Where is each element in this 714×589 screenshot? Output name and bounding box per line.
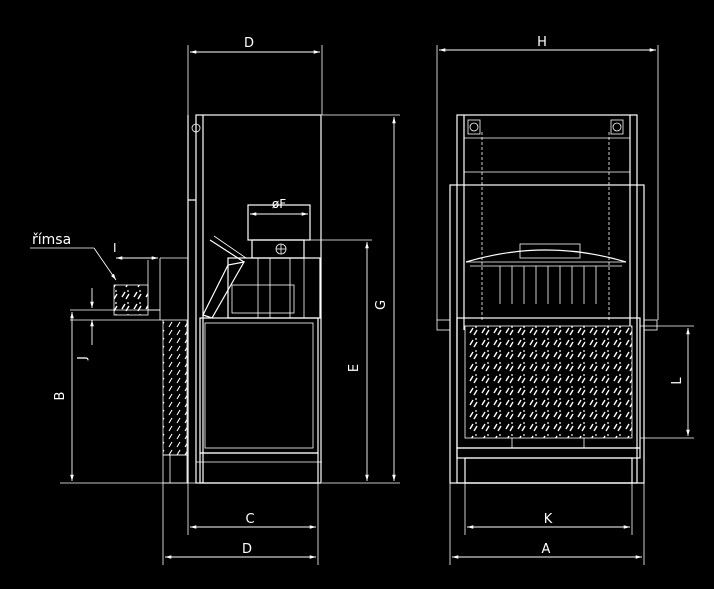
side-back-panel (195, 114, 322, 484)
label-d-top: D (244, 36, 254, 51)
label-a: A (542, 542, 551, 557)
side-view (113, 114, 322, 484)
label-i: I (113, 241, 117, 255)
label-j: J (75, 356, 89, 361)
label-e: E (347, 364, 362, 372)
label-h: H (537, 35, 547, 50)
dimension-labels: D H øF římsa I G E J B L C K D A (32, 35, 685, 557)
label-rimsa: římsa (32, 232, 71, 248)
bolt-icon (191, 123, 201, 133)
front-view (436, 114, 658, 484)
label-k: K (544, 512, 553, 527)
roller-right-icon (612, 122, 622, 132)
rimsa-block (114, 285, 148, 315)
grate-bars (499, 266, 597, 304)
label-g: G (374, 300, 389, 310)
label-d-bottom: D (242, 542, 252, 557)
label-l: L (670, 377, 685, 385)
label-f: øF (272, 197, 286, 211)
glass-hatch (465, 326, 632, 438)
roller-left-icon (469, 122, 479, 132)
side-wall-hatch (163, 320, 187, 455)
side-firebox (199, 317, 319, 454)
label-b: B (53, 392, 68, 401)
label-c: C (245, 512, 254, 527)
dimensions (30, 45, 694, 565)
